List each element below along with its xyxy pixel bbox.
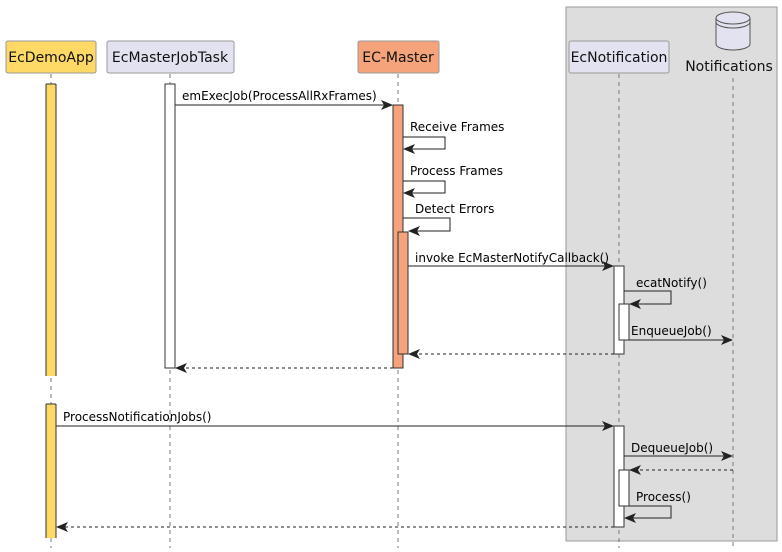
message-label-10: Process() [636, 490, 691, 504]
participant-ecmaster-label: EC-Master [362, 50, 434, 66]
message-label-6: ecatNotify() [636, 276, 707, 290]
message-label-9: DequeueJob() [631, 441, 713, 455]
activation-ecmaster-2 [397, 231, 409, 355]
message-label-5: invoke EcMasterNotifyCallback() [415, 251, 609, 265]
message-arrow-4 [403, 217, 451, 236]
notification-group-box [565, 6, 778, 542]
activation-ecnotification-1b [618, 303, 630, 341]
participant-ecmasterjobtask-label: EcMasterJobTask [112, 50, 229, 66]
message-arrow-6 [624, 290, 672, 309]
message-label-2: Receive Frames [410, 120, 504, 134]
message-label-8: ProcessNotificationJobs() [63, 410, 212, 424]
participant-ecdemoapp-label: EcDemoApp [8, 50, 94, 66]
message-label-4: Detect Errors [415, 202, 494, 216]
activations [45, 83, 630, 538]
message-arrow-3 [403, 180, 446, 198]
participant-notifications-label: Notifications [685, 59, 773, 75]
activation-ecdemoapp-2 [46, 404, 56, 538]
database-icon [715, 11, 751, 51]
participant-ecmaster-box [357, 40, 440, 74]
messages [56, 100, 733, 532]
activation-ecnotification-2b [618, 469, 630, 507]
participant-ecnotification-box [568, 40, 670, 74]
message-label-3: Process Frames [410, 164, 503, 178]
participant-ecnotification-label: EcNotification [571, 50, 668, 66]
activation-ecdemoapp-1 [46, 84, 56, 376]
message-label-7: EnqueueJob() [631, 324, 712, 338]
message-arrow-2 [403, 136, 446, 154]
participant-ecdemoapp-box [5, 40, 97, 74]
participant-ecmasterjobtask-box [106, 40, 235, 74]
activation-ecmasterjobtask [164, 83, 176, 369]
message-arrow-10 [624, 505, 672, 523]
message-label-1: emExecJob(ProcessAllRxFrames) [182, 89, 377, 103]
